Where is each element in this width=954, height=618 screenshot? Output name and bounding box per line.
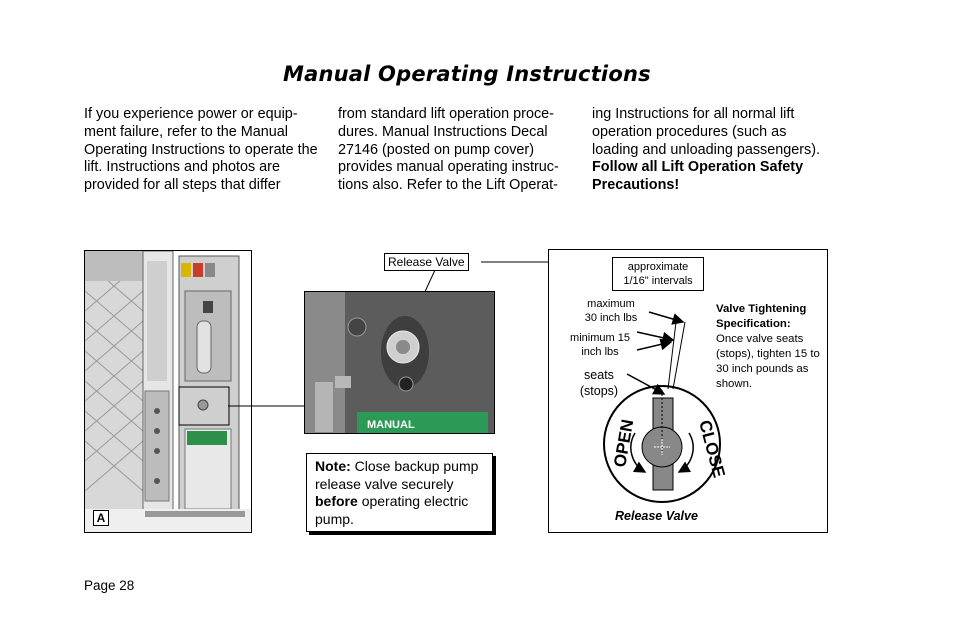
manual-decal-text: MANUAL	[367, 419, 415, 431]
minimum-label: minimum 15 inch lbs	[570, 332, 630, 358]
release-valve-closeup-photo: MANUAL	[304, 291, 495, 434]
safety-warning: Follow all Lift Operation Safety Precaut…	[592, 159, 804, 194]
page-number: Page 28	[84, 578, 135, 593]
valve-tightening-diagram: OPEN CLOSE approximate 1/16" intervals m…	[548, 249, 828, 533]
spec-text: Once valve seats (stops), tighten 15 to …	[716, 333, 820, 390]
diagram-caption: Release Valve	[615, 509, 698, 523]
valve-dial-illustration: OPEN CLOSE	[603, 311, 729, 503]
note-emphasis: before	[315, 493, 358, 509]
note-lead: Note:	[315, 458, 351, 474]
spec-title: Valve Tightening Specification:	[716, 303, 807, 330]
intervals-label: approximate 1/16" intervals	[612, 257, 704, 291]
lift-overview-illustration	[85, 251, 251, 532]
lift-overview-photo: A	[84, 250, 252, 533]
column-2-text: from standard lift operation proce-dures…	[338, 106, 559, 194]
column-1-text: If you experience power or equip-ment fa…	[84, 106, 318, 194]
column-3-text: ing Instructions for all normal lift ope…	[592, 106, 821, 158]
text-column-3: ing Instructions for all normal lift ope…	[592, 106, 832, 195]
note-box: Note: Close backup pump release valve se…	[306, 453, 493, 532]
text-column-2: from standard lift operation proce-dures…	[338, 106, 566, 195]
page-title: Manual Operating Instructions	[283, 62, 651, 86]
tightening-spec: Valve Tightening Specification: Once val…	[716, 302, 826, 392]
photo-label-a: A	[93, 510, 109, 526]
note-text-1: Close backup pump release valve securely	[315, 458, 479, 492]
seats-label: seats (stops)	[579, 368, 619, 398]
note-text-2: operating electric pump.	[315, 493, 469, 527]
release-valve-closeup-illustration	[305, 292, 494, 433]
text-column-1: If you experience power or equip-ment fa…	[84, 106, 324, 195]
maximum-label: maximum 30 inch lbs	[584, 298, 638, 324]
release-valve-callout: Release Valve	[384, 253, 469, 271]
